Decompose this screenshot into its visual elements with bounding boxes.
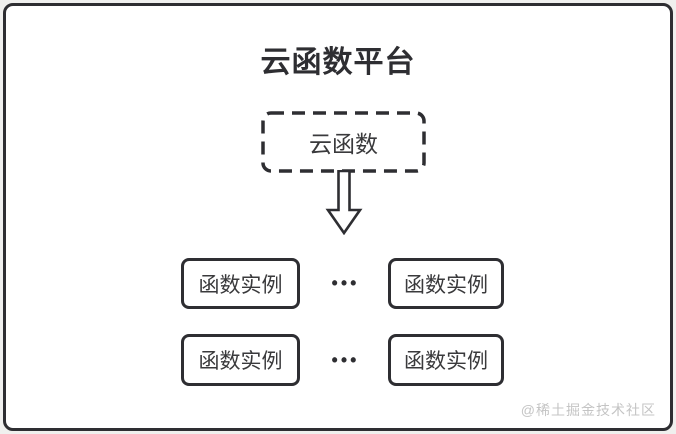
node-function-instance-label: 函数实例 [404, 273, 488, 297]
ellipsis-row-1: ••• [331, 273, 360, 293]
diagram-title: 云函数平台 [260, 46, 416, 79]
node-cloud-function-label: 云函数 [309, 131, 378, 157]
node-function-instance-1: 函数实例 [181, 258, 300, 309]
node-function-instance-label: 函数实例 [404, 350, 488, 373]
node-function-instance-label: 函数实例 [198, 350, 283, 373]
node-function-instance-4: 函数实例 [388, 334, 504, 386]
node-cloud-function: 云函数 [261, 111, 426, 173]
watermark: @稀土掘金技术社区 [520, 402, 656, 418]
ellipsis-row-2: ••• [331, 349, 360, 370]
down-arrow-icon [324, 169, 364, 236]
node-function-instance-label: 函数实例 [198, 273, 283, 297]
diagram-frame: 云函数平台 云函数 函数实例 ••• 函数实例 函数实例 ••• 函数实例 @稀… [3, 3, 673, 431]
node-function-instance-3: 函数实例 [181, 334, 300, 386]
node-function-instance-2: 函数实例 [388, 258, 504, 309]
